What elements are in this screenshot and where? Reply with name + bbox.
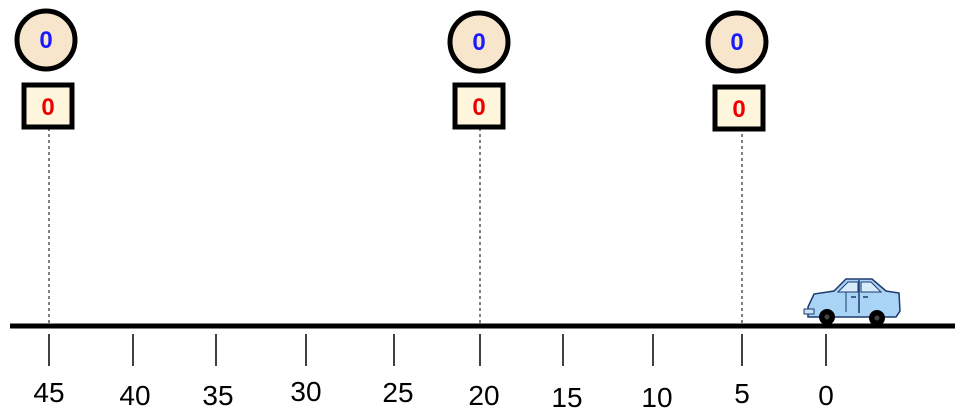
tick-label-30: 30 <box>290 376 321 407</box>
tick-labels: 45 40 35 30 25 20 15 10 5 0 <box>33 376 833 409</box>
marker-45-box-value: 0 <box>41 94 54 121</box>
marker-5-box-value: 0 <box>732 96 745 123</box>
tick-label-10: 10 <box>641 382 672 409</box>
marker-20-circle-value: 0 <box>472 29 485 56</box>
car-icon <box>803 278 901 326</box>
marker-5: 0 0 <box>705 10 769 326</box>
tick-label-25: 25 <box>382 377 413 408</box>
marker-45-circle-value: 0 <box>39 27 52 54</box>
marker-45-circle <box>14 8 78 72</box>
marker-5-box <box>712 84 766 132</box>
marker-20-circle <box>447 10 511 74</box>
marker-5-circle-value: 0 <box>730 29 743 56</box>
tick-label-45: 45 <box>33 377 64 408</box>
ticks <box>48 334 827 366</box>
marker-20-box <box>452 82 506 130</box>
marker-20-box-value: 0 <box>472 94 485 121</box>
marker-5-circle <box>705 10 769 74</box>
tick-label-20: 20 <box>468 380 499 409</box>
marker-45: 0 0 <box>14 8 78 326</box>
tick-label-5: 5 <box>734 378 750 409</box>
tick-label-0: 0 <box>818 380 834 409</box>
marker-45-box <box>21 82 75 130</box>
tick-label-40: 40 <box>119 380 150 409</box>
tick-label-15: 15 <box>551 382 582 409</box>
tick-label-35: 35 <box>202 380 233 409</box>
marker-20: 0 0 <box>447 10 511 326</box>
